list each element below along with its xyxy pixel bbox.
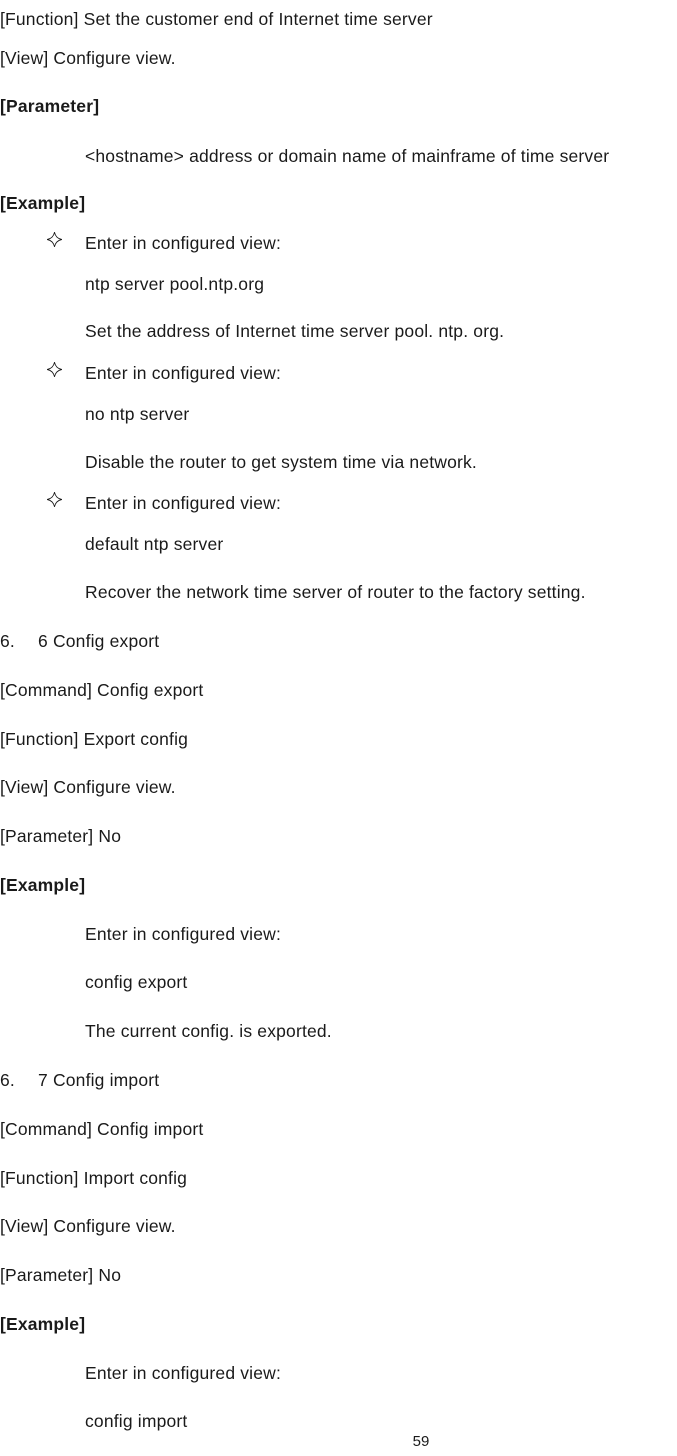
indented-text-line: Set the address of Internet time server … — [85, 321, 505, 341]
indented-text-line: Recover the network time server of route… — [85, 582, 586, 602]
text-line: [View] Configure view. — [0, 777, 176, 797]
indented-text-line: ntp server pool.ntp.org — [85, 274, 265, 294]
indented-text-line: Enter in configured view: — [85, 924, 282, 944]
bullet-list-item: Enter in configured view: — [85, 493, 282, 513]
diamond-bullet-icon — [47, 362, 69, 384]
field-heading: [Example] — [0, 193, 86, 213]
page-number: 59 — [412, 1433, 430, 1450]
section-heading: 7 Config import — [38, 1070, 160, 1090]
indented-text-line: Disable the router to get system time vi… — [85, 452, 477, 472]
indented-text-line: The current config. is exported. — [85, 1021, 332, 1041]
text-line: [Function] Import config — [0, 1168, 188, 1188]
diamond-bullet-icon — [47, 232, 69, 254]
indented-text-line: no ntp server — [85, 404, 190, 424]
indented-text-line: config export — [85, 972, 188, 992]
list-number: 6. — [0, 1070, 15, 1090]
text-line: [Parameter] No — [0, 826, 122, 846]
indented-text-line: default ntp server — [85, 534, 224, 554]
field-heading: [Example] — [0, 1314, 86, 1334]
field-heading: [Example] — [0, 875, 86, 895]
text-line: [Command] Config export — [0, 680, 204, 700]
section-heading: 6 Config export — [38, 631, 160, 651]
indented-text-line: config import — [85, 1411, 188, 1431]
indented-text-line: <hostname> address or domain name of mai… — [85, 146, 610, 166]
text-line: [View] Configure view. — [0, 1216, 176, 1236]
field-heading: [Parameter] — [0, 96, 100, 116]
text-line: [Command] Config import — [0, 1119, 204, 1139]
text-line: [Function] Export config — [0, 729, 189, 749]
bullet-list-item: Enter in configured view: — [85, 363, 282, 383]
indented-text-line: Enter in configured view: — [85, 1363, 282, 1383]
bullet-list-item: Enter in configured view: — [85, 233, 282, 253]
text-line: [View] Configure view. — [0, 48, 176, 68]
text-line: [Function] Set the customer end of Inter… — [0, 9, 433, 29]
text-line: [Parameter] No — [0, 1265, 122, 1285]
diamond-bullet-icon — [47, 492, 69, 514]
list-number: 6. — [0, 631, 15, 651]
